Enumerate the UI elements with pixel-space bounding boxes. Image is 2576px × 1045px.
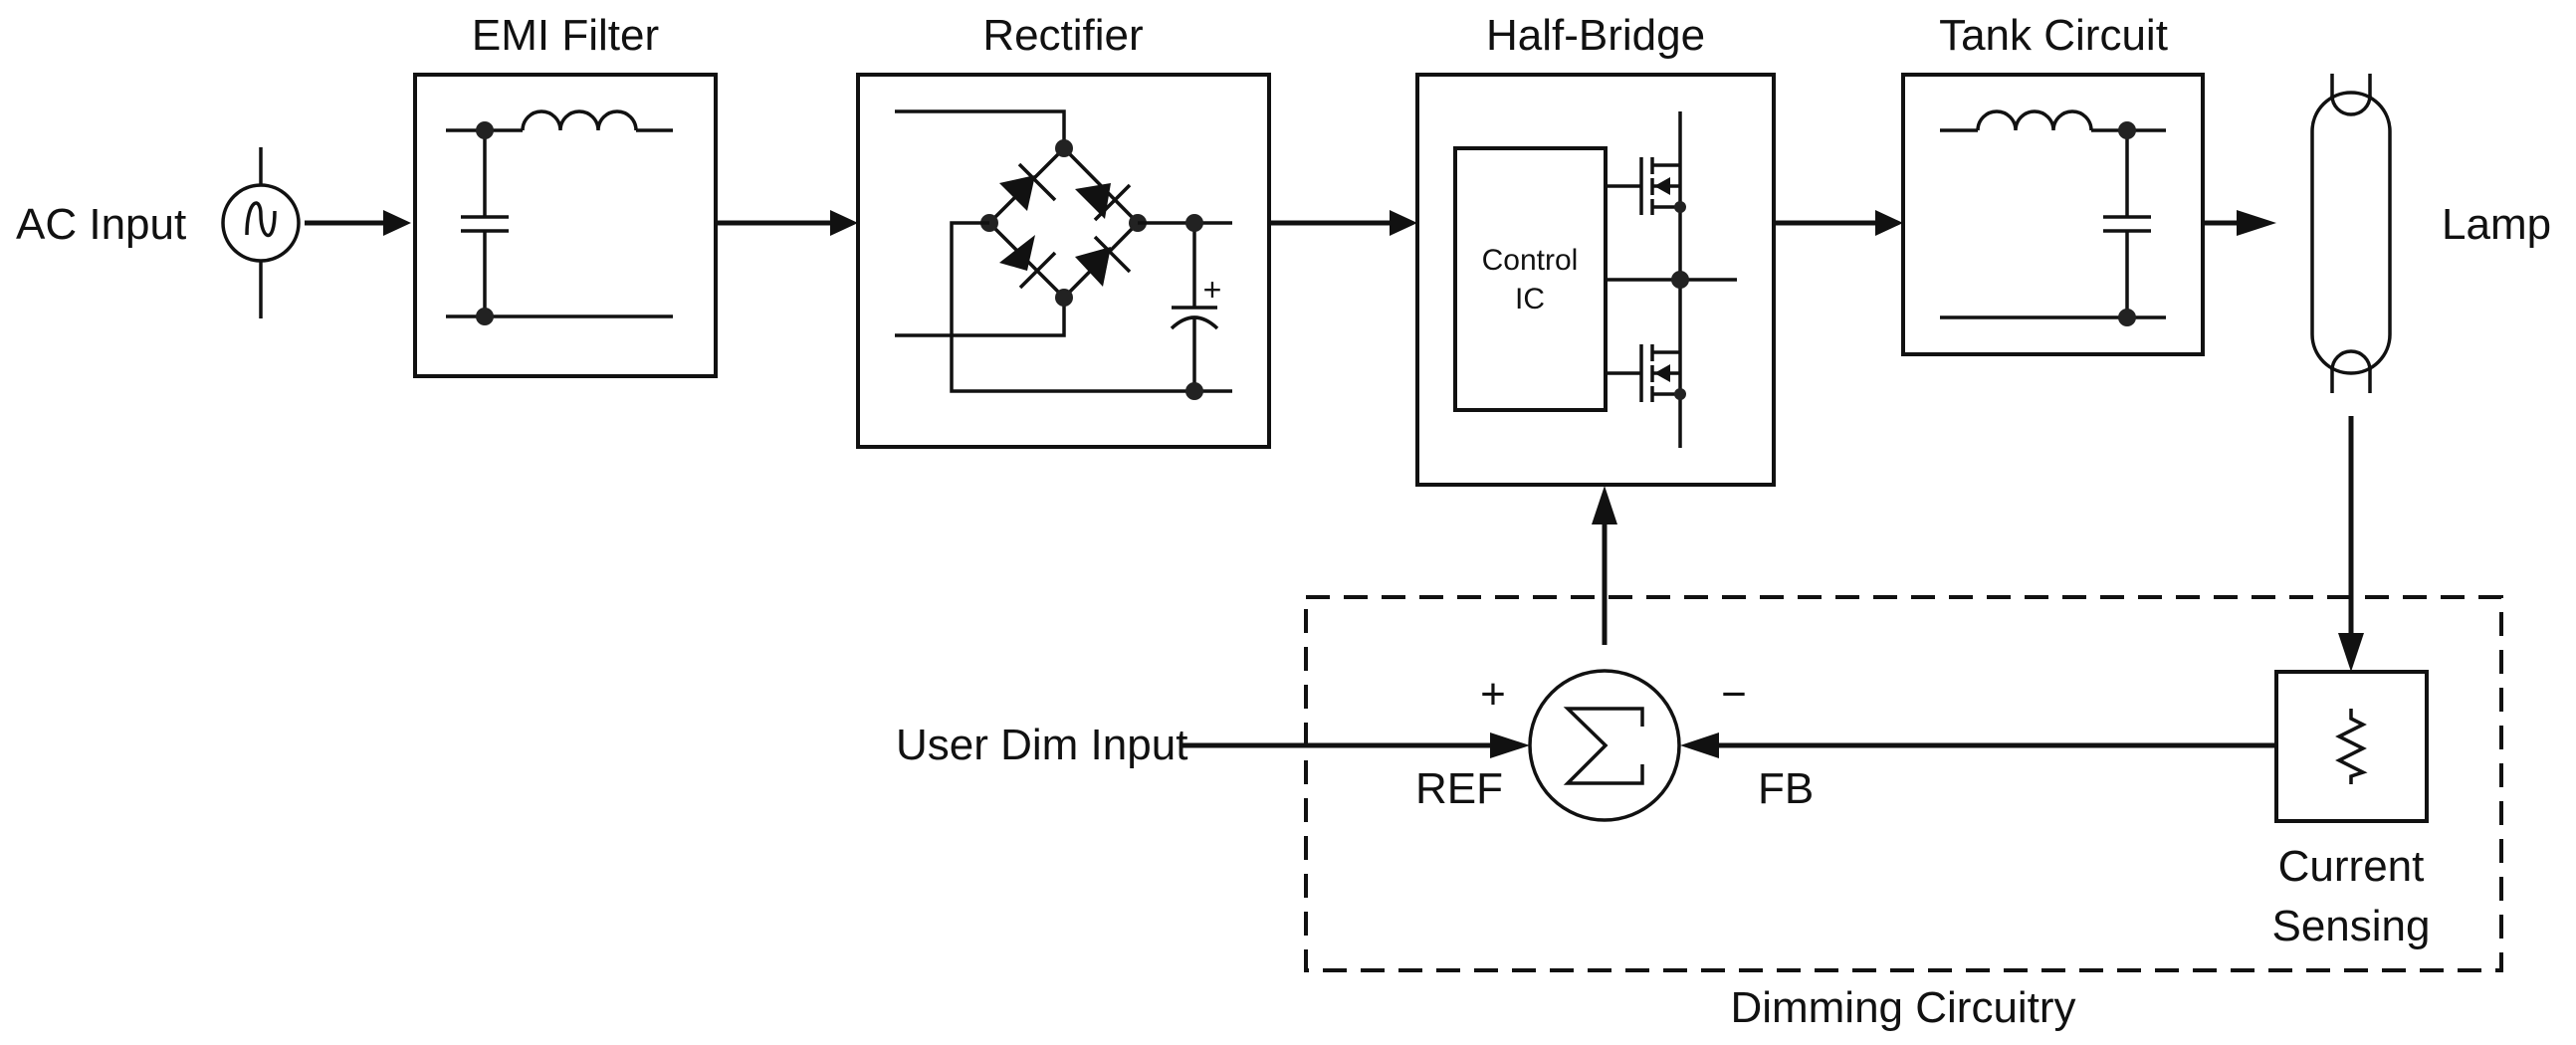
emi-filter-title: EMI Filter	[472, 11, 659, 60]
arrow-emi-to-rectifier	[716, 210, 858, 236]
plus-sign: +	[1480, 670, 1506, 719]
junction-dot	[476, 121, 494, 139]
junction-dot	[1055, 289, 1073, 307]
junction-dot	[1055, 139, 1073, 157]
rectifier-block: Rectifier	[856, 11, 1417, 449]
fb-label: FB	[1758, 764, 1814, 813]
junction-dot	[476, 308, 494, 325]
arrow-lamp-to-current-sensing	[2338, 416, 2364, 672]
arrow-fb-to-summer	[1680, 732, 2276, 758]
summing-junction-icon	[1528, 669, 1681, 822]
rectifier-input-top-wire	[895, 109, 1066, 148]
tank-circuit-title: Tank Circuit	[1939, 11, 2168, 60]
arrow-tank-to-lamp	[2203, 210, 2276, 236]
tank-capacitor-icon	[2103, 130, 2151, 317]
current-sensing-box	[2274, 670, 2429, 823]
rectifier-negative-rail	[950, 221, 1232, 393]
junction-dot	[1185, 214, 1203, 232]
ac-input-group: AC Input	[16, 147, 411, 318]
dimming-circuitry-group: Dimming Circuitry User Dim Input REF + −…	[896, 486, 2503, 1032]
ac-input-label: AC Input	[16, 200, 186, 249]
arrow-halfbridge-to-tank	[1774, 210, 1903, 236]
emi-capacitor-icon	[461, 130, 509, 316]
ac-source-icon	[221, 147, 301, 318]
current-sensing-label-line2: Sensing	[2271, 902, 2430, 950]
emi-filter-box	[413, 73, 718, 378]
control-ic-label-line1: Control	[1482, 244, 1579, 277]
capacitor-polarity-plus: +	[1203, 272, 1222, 308]
low-side-mosfet-icon	[1639, 344, 1686, 402]
tank-circuit-block: Tank Circuit	[1901, 11, 2276, 356]
high-side-mosfet-icon	[1639, 157, 1686, 215]
half-bridge-title: Half-Bridge	[1486, 11, 1705, 60]
current-sensing-label-line1: Current	[2278, 842, 2425, 891]
junction-dot	[1185, 382, 1203, 400]
dimming-circuitry-boundary	[1304, 595, 2503, 972]
junction-dot	[2118, 309, 2136, 326]
diode-bridge-icon	[987, 146, 1140, 300]
ref-label: REF	[1415, 764, 1503, 813]
lamp-block: Lamp	[2310, 74, 2551, 672]
resistor-icon	[2335, 709, 2368, 784]
arrow-ref-to-summer	[1181, 732, 1530, 758]
minus-sign: −	[1721, 670, 1747, 719]
control-ic-label-line2: IC	[1515, 283, 1545, 315]
tank-circuit-box	[1901, 73, 2205, 356]
arrow-summer-to-halfbridge	[1592, 486, 1617, 645]
arrow-rectifier-to-halfbridge	[1269, 210, 1417, 236]
arrow-ac-to-emi	[305, 210, 411, 236]
dimming-circuitry-label: Dimming Circuitry	[1730, 983, 2075, 1032]
control-ic-box	[1453, 146, 1608, 412]
user-dim-input-label: User Dim Input	[896, 721, 1187, 769]
rectifier-title: Rectifier	[982, 11, 1143, 60]
electrolytic-capacitor-icon: +	[1170, 223, 1222, 391]
junction-dot	[2118, 121, 2136, 139]
half-bridge-block: Half-Bridge Control IC	[1415, 11, 1903, 487]
junction-dot	[1671, 271, 1689, 289]
emi-filter-block: EMI Filter	[413, 11, 858, 378]
lamp-label: Lamp	[2442, 200, 2551, 249]
fluorescent-lamp-icon	[2310, 74, 2392, 393]
